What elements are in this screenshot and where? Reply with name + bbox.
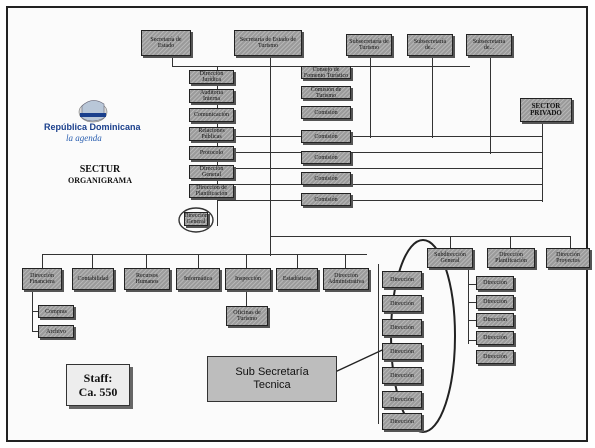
right-stack-box-3: Dirección <box>382 319 422 336</box>
sub-secretaria-callout: Sub Secretaría Tecnica <box>207 356 337 402</box>
right-stack-box-4: Dirección <box>382 343 422 360</box>
callout-line2: Tecnica <box>253 379 291 391</box>
inspeccion-sub-box: Oficinas de Turismo <box>226 306 268 326</box>
bottom-box-4: Informática <box>176 268 220 290</box>
middle-col-box-5: Comisión <box>301 151 351 164</box>
bottom-box-5: Inspección <box>225 268 271 290</box>
mid-horizontal-line <box>270 236 570 237</box>
far-right-box-1: Dirección <box>476 276 514 290</box>
left-col-box-2: Auditoría Interna <box>189 89 234 103</box>
right-head-box-3: Dirección Proyectos <box>546 248 590 268</box>
bottom-box-1: Dirección Financiera <box>22 268 62 290</box>
staff-count: Ca. 550 <box>78 385 118 399</box>
top-box-4: Subsecretaría de... <box>407 34 453 56</box>
country-name: República Dominicana <box>44 122 141 132</box>
sector-privado-box: SECTOR PRIVADO <box>520 98 572 122</box>
staff-box: Staff: Ca. 550 <box>66 364 130 406</box>
right-stack-box-6: Dirección <box>382 391 422 408</box>
top-box-2: Secretaría de Estado de Turismo <box>234 30 302 56</box>
top-box-3: Subsecretaría de Turismo <box>346 34 392 56</box>
right-head-box-1: Subdirección General <box>427 248 473 268</box>
left-col-box-8: Dirección General <box>184 212 208 226</box>
right-stack-box-5: Dirección <box>382 367 422 384</box>
bottom-sub-box-1: Compras <box>38 305 74 318</box>
tagline: la agenda <box>66 133 102 143</box>
bottom-box-6: Estadísticas <box>276 268 318 290</box>
left-col-box-3: Comunicación <box>189 108 234 122</box>
far-right-box-4: Dirección <box>476 331 514 345</box>
bottom-box-2: Contabilidad <box>72 268 114 290</box>
far-right-box-5: Dirección <box>476 350 514 364</box>
left-col-box-4: Relaciones Públicas <box>189 127 234 141</box>
main-vertical-line <box>270 58 271 256</box>
title-sectur: SECTUR <box>79 164 121 175</box>
staff-label: Staff: <box>83 371 113 385</box>
bottom-horizontal-line <box>42 254 367 255</box>
left-col-box-5: Protocolo <box>189 146 234 160</box>
middle-col-box-2: Comisión de Turismo <box>301 86 351 99</box>
right-stack-box-7: Dirección <box>382 413 422 430</box>
left-col-box-1: Dirección Jurídica <box>189 70 234 84</box>
middle-col-box-6: Comisión <box>301 172 351 185</box>
title-organigrama: ORGANIGRAMA <box>68 176 132 185</box>
right-stack-box-2: Dirección <box>382 295 422 312</box>
middle-col-box-1: Consejo de Fomento Turístico <box>301 66 351 79</box>
middle-col-box-3: Comisión <box>301 106 351 119</box>
top-box-5: Subsecretaría de... <box>466 34 512 56</box>
callout-line1: Sub Secretaría <box>235 366 309 378</box>
middle-col-box-7: Comisión <box>301 193 351 206</box>
far-right-box-3: Dirección <box>476 313 514 327</box>
far-right-box-2: Dirección <box>476 295 514 309</box>
left-col-box-7: Dirección de Planificación <box>189 184 234 198</box>
bottom-sub-box-2: Archivo <box>38 325 74 338</box>
bottom-box-3: Recursos Humanos <box>124 268 170 290</box>
middle-col-box-4: Comisión <box>301 130 351 143</box>
top-box-1: Secretaría de Estado <box>141 30 191 56</box>
right-stack-box-1: Dirección <box>382 271 422 288</box>
bottom-box-7: Dirección Administrativa <box>323 268 369 290</box>
left-col-box-6: Dirección General <box>189 165 234 179</box>
right-head-box-2: Dirección Planificación <box>487 248 535 268</box>
